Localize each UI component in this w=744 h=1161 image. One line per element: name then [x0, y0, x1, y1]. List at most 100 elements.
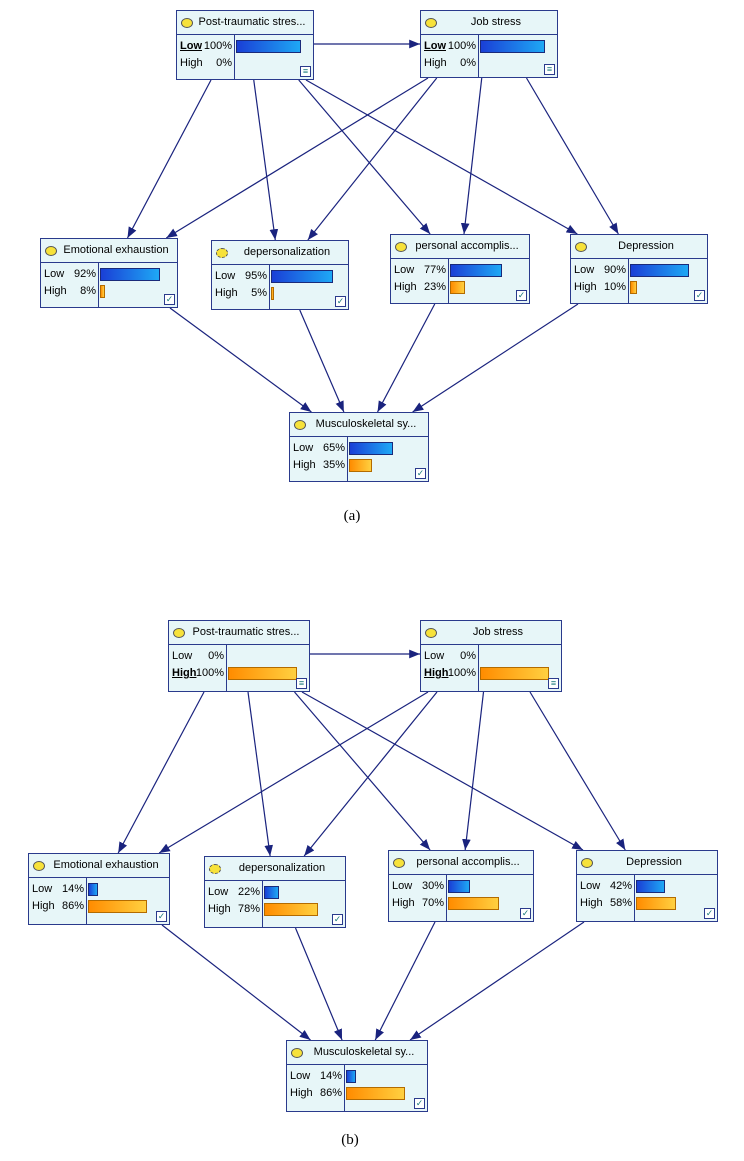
bulb-icon [395, 242, 407, 252]
node-header: Emotional exhaustion [29, 854, 169, 878]
edge-js-de [529, 691, 626, 851]
sort-icon[interactable]: ≡ [296, 678, 307, 689]
state-percent: 30% [421, 880, 444, 892]
bulb-icon [216, 248, 228, 258]
bar-high [636, 897, 676, 910]
check-icon[interactable]: ✓ [335, 296, 346, 307]
edge-pts-dp [247, 691, 273, 857]
bar-low [236, 40, 301, 53]
check-icon[interactable]: ✓ [694, 290, 705, 301]
edge-de-ms [409, 921, 585, 1041]
state-percent: 65% [322, 442, 345, 454]
check-icon[interactable]: ✓ [520, 908, 531, 919]
bar-high [88, 900, 147, 913]
state-label: Low [580, 880, 601, 892]
bar-low [636, 880, 665, 893]
bar-low [346, 1070, 356, 1083]
column-divider [269, 264, 270, 309]
state-label: High [172, 667, 197, 679]
state-percent: 86% [319, 1087, 342, 1099]
state-row-low[interactable]: Low 65% [290, 441, 428, 456]
sort-icon[interactable]: ≡ [300, 66, 311, 77]
check-icon[interactable]: ✓ [415, 468, 426, 479]
check-icon[interactable]: ✓ [156, 911, 167, 922]
column-divider [344, 1064, 345, 1111]
bar-low [100, 268, 160, 281]
state-label: Low [172, 650, 193, 662]
node-header: personal accomplis... [391, 235, 529, 259]
state-label: Low [180, 40, 202, 52]
check-icon[interactable]: ✓ [164, 294, 175, 305]
sort-icon[interactable]: ≡ [548, 678, 559, 689]
bulb-icon [181, 18, 193, 28]
edge-dp-ms [299, 309, 345, 413]
bar-high [100, 285, 105, 298]
bulb-icon [581, 858, 593, 868]
column-divider [628, 258, 629, 303]
check-icon[interactable]: ✓ [704, 908, 715, 919]
column-divider [262, 880, 263, 927]
check-icon[interactable]: ✓ [516, 290, 527, 301]
check-icon[interactable]: ✓ [414, 1098, 425, 1109]
state-percent: 92% [73, 268, 96, 280]
bar-high [349, 459, 372, 472]
state-label: High [215, 287, 238, 299]
state-percent: 100% [447, 40, 476, 52]
edge-js-ee [165, 77, 429, 239]
check-icon[interactable]: ✓ [332, 914, 343, 925]
sort-icon[interactable]: ≡ [544, 64, 555, 75]
node-title: Job stress [470, 16, 522, 28]
bar-high [480, 667, 549, 680]
state-label: Low [290, 1070, 311, 1082]
column-divider [86, 877, 87, 924]
node-header: Musculoskeletal sy... [290, 413, 428, 437]
column-divider [478, 644, 479, 691]
state-percent: 90% [603, 264, 626, 276]
state-label: Low [293, 442, 314, 454]
state-percent: 35% [322, 459, 345, 471]
bar-high [264, 903, 318, 916]
node-title: Musculoskeletal sy... [315, 418, 417, 430]
